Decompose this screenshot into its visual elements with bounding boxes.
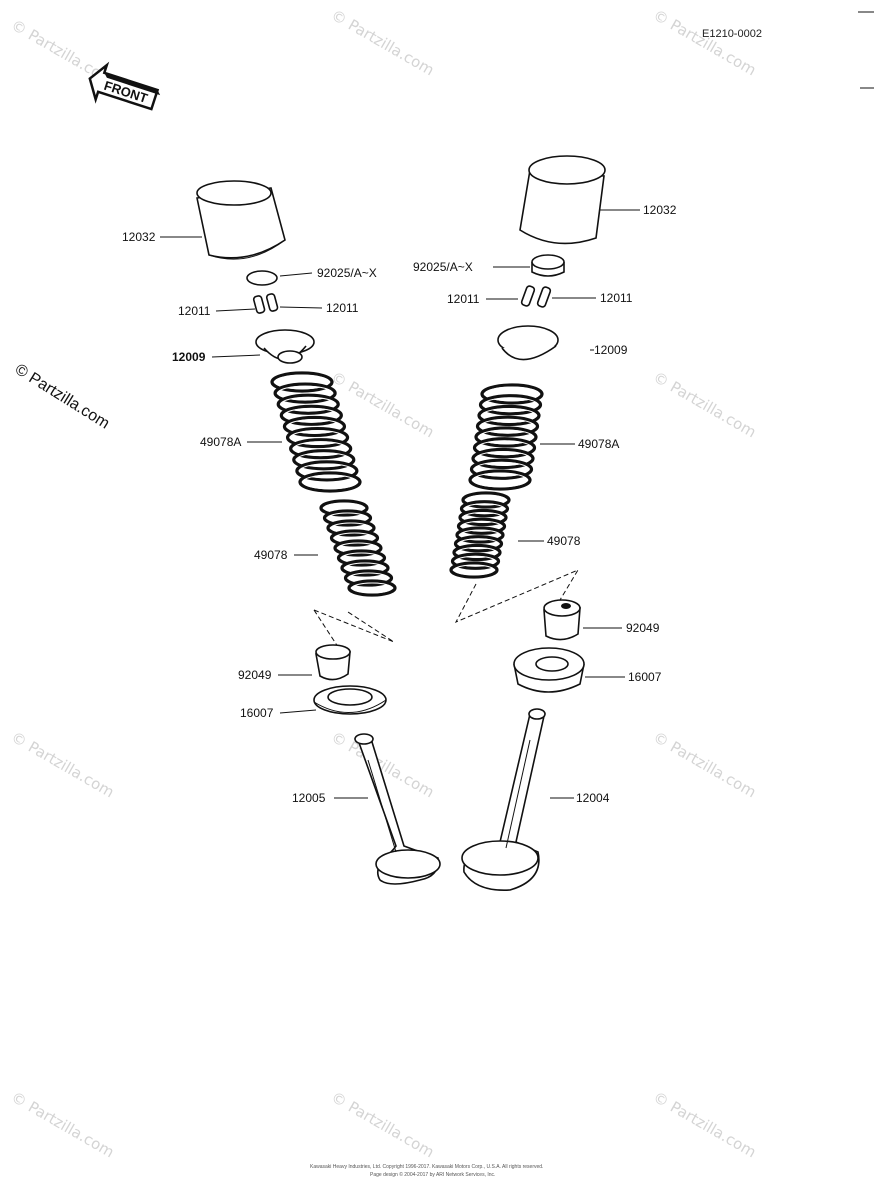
watermark: © Partzilla.com	[650, 1088, 759, 1161]
part-label-49078: 49078	[254, 548, 288, 562]
leader-line	[279, 306, 323, 309]
part-label-16007: 16007	[240, 706, 274, 720]
part-label-49078: 49078	[547, 534, 581, 548]
outer-spring-right	[468, 383, 544, 491]
spring-seat-right	[513, 647, 585, 693]
part-label-92025: 92025/A~X	[413, 260, 473, 274]
watermark: © Partzilla.com	[650, 6, 759, 79]
inner-spring-right	[449, 491, 511, 579]
part-label-12011: 12011	[600, 291, 633, 305]
part-label-92025: 92025/A~X	[317, 266, 377, 280]
guide-line	[313, 609, 341, 651]
exhaust-valve-left	[354, 733, 441, 885]
part-label-92049: 92049	[238, 668, 272, 682]
part-label-12011: 12011	[178, 304, 211, 318]
part-label-12009: 12009	[172, 350, 206, 364]
front-arrow-icon: FRONT	[88, 61, 161, 111]
part-label-49078A: 49078A	[578, 437, 619, 451]
part-label-12011: 12011	[326, 301, 359, 315]
part-label-12004: 12004	[576, 791, 610, 805]
spring-retainer-left	[255, 329, 315, 364]
shim-left	[246, 270, 278, 286]
outer-spring-left	[270, 371, 362, 493]
footer-copyright: Kawasaki Heavy Industries, Ltd. Copyrigh…	[310, 1164, 543, 1170]
watermark-dark: © Partzilla.com	[12, 361, 112, 433]
part-label-49078A: 49078A	[200, 435, 241, 449]
valve-keepers-left	[252, 293, 279, 314]
part-label-12009: 12009	[594, 343, 628, 357]
tappet-left	[196, 180, 286, 260]
intake-valve-right	[461, 708, 546, 891]
part-label-12011: 12011	[447, 292, 480, 306]
watermark: © Partzilla.com	[650, 368, 759, 441]
part-label-16007: 16007	[628, 670, 662, 684]
watermark: © Partzilla.com	[328, 368, 437, 441]
stem-seal-left	[315, 644, 351, 681]
watermark: © Partzilla.com	[650, 728, 759, 801]
stem-seal-right	[543, 599, 581, 641]
part-label-92049: 92049	[626, 621, 660, 635]
watermark: © Partzilla.com	[328, 1088, 437, 1161]
shim-right	[531, 254, 565, 277]
spring-retainer-right	[497, 325, 559, 361]
watermark: © Partzilla.com	[8, 728, 117, 801]
part-label-12032: 12032	[643, 203, 677, 217]
inner-spring-left	[319, 499, 397, 597]
leader-line	[211, 354, 261, 358]
watermark: © Partzilla.com	[328, 6, 437, 79]
leader-line	[215, 308, 256, 312]
part-label-12005: 12005	[292, 791, 326, 805]
leader-line	[279, 709, 317, 714]
valve-keepers-right	[520, 285, 552, 308]
tappet-right	[519, 155, 606, 245]
leader-line	[279, 272, 313, 277]
guide-line	[313, 609, 395, 643]
footer-page-design: Page design © 2004-2017 by ARI Network S…	[370, 1171, 495, 1178]
spring-seat-left	[313, 685, 387, 715]
guide-line	[454, 568, 580, 624]
diagram-code: E1210-0002	[702, 28, 762, 40]
watermark: © Partzilla.com	[8, 1088, 117, 1161]
part-label-12032: 12032	[122, 230, 156, 244]
